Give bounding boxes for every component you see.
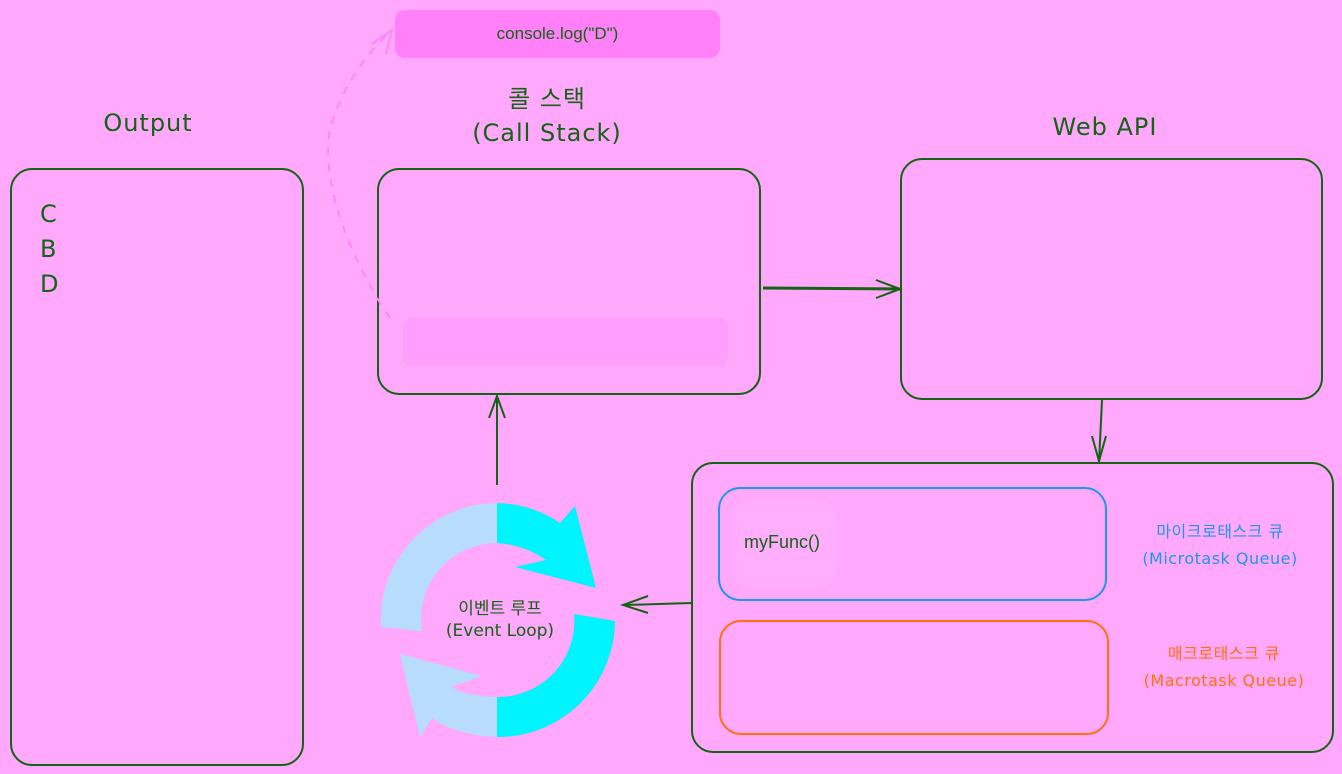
macrotask-queue-label-en: (Macrotask Queue) <box>1143 671 1305 690</box>
arrow-webapi-to-queues <box>1091 399 1107 465</box>
microtask-queue-box <box>718 487 1107 601</box>
output-title: Output <box>103 109 193 137</box>
arrow-eventloop-to-callstack <box>488 393 506 485</box>
call-stack-box <box>377 168 761 395</box>
arrow-callstack-to-webapi <box>762 279 903 299</box>
loop-arc-light-bottom <box>400 654 497 737</box>
dashed-arrow-callstack-to-note <box>327 27 394 319</box>
output-box <box>10 168 304 766</box>
console-log-d-card[interactable]: console.log("D") <box>395 10 720 58</box>
call-stack-title-ko: 콜 스택 <box>508 85 586 113</box>
microtask-queue-label-en: (Microtask Queue) <box>1142 549 1298 568</box>
event-loop-label-en: (Event Loop) <box>445 621 555 641</box>
loop-arc-cyan-top <box>497 503 596 588</box>
microtask-queue-label-ko: 마이크로태스크 큐 <box>1156 522 1284 541</box>
macrotask-queue-box <box>719 620 1109 735</box>
web-api-title: Web API <box>1052 113 1158 141</box>
microtask-item-label: myFunc() <box>744 532 820 552</box>
output-line: D <box>40 270 59 298</box>
task-queues-container <box>691 462 1334 753</box>
macrotask-queue-label-ko: 매크로태스크 큐 <box>1167 644 1281 663</box>
call-stack-ghost-frame <box>403 318 728 366</box>
web-api-box <box>900 158 1323 400</box>
output-line: B <box>40 235 57 263</box>
output-line: C <box>40 200 57 228</box>
event-loop-icon <box>380 503 615 738</box>
call-stack-title-en: (Call Stack) <box>472 119 622 147</box>
loop-arc-cyan-bottom <box>497 614 615 738</box>
microtask-queue-item[interactable]: myFunc() <box>734 500 836 588</box>
loop-arc-light-top <box>380 503 497 631</box>
arrow-queues-to-eventloop <box>619 595 692 614</box>
event-loop-label-ko: 이벤트 루프 <box>458 599 542 619</box>
console-log-d-text: console.log("D") <box>496 24 619 43</box>
